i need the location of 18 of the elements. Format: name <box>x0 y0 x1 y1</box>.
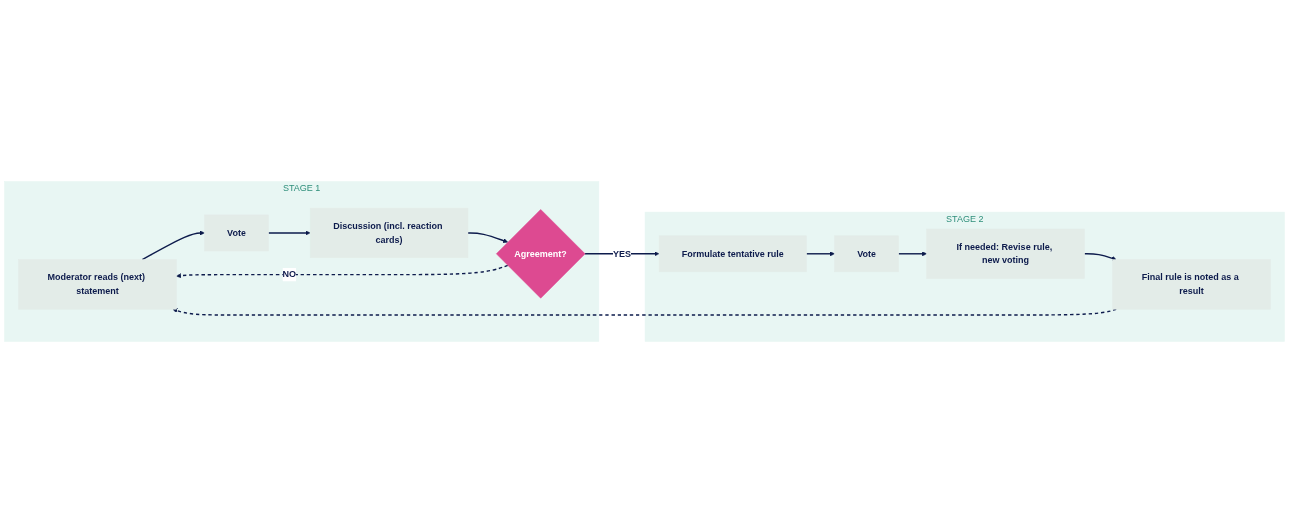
arrow <box>467 232 508 243</box>
node-diamond: Agreement? <box>496 209 586 299</box>
edge-label: NO <box>282 269 297 280</box>
edge-label: YES <box>612 248 631 259</box>
arrow <box>897 251 927 257</box>
node-box: If needed: Revise rule, new voting <box>926 228 1085 279</box>
node-box: Discussion (incl. reaction cards) <box>309 207 469 258</box>
node-box: Moderator reads (next) statement <box>18 259 177 310</box>
node-box: Formulate tentative rule <box>658 235 807 273</box>
arrow <box>805 251 835 257</box>
arrow <box>1083 253 1117 261</box>
node-box: Final rule is noted as a result <box>1112 259 1271 310</box>
arrow <box>176 264 509 279</box>
arrow <box>141 230 205 261</box>
node-box: Vote <box>204 214 269 252</box>
arrow <box>172 308 1117 316</box>
node-box: Vote <box>834 235 899 273</box>
arrow <box>267 230 311 236</box>
